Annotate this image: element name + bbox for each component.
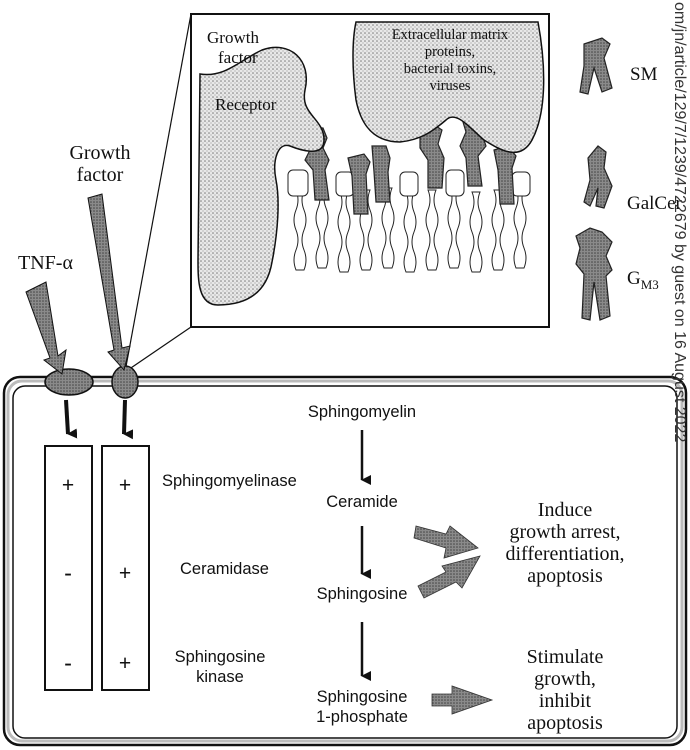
inset-ecm-label-2: proteins,	[360, 44, 540, 61]
induce-label-3: differentiation,	[480, 543, 650, 566]
sphingosine-kinase-label-1: Sphingosine	[160, 648, 280, 667]
tnf-alpha-label: TNF-α	[18, 252, 73, 275]
induce-label-2: growth arrest,	[480, 521, 650, 544]
inset-growth-factor-label-2: factor	[218, 48, 258, 68]
sphingomyelin-label: Sphingomyelin	[292, 403, 432, 422]
growth-factor-label-1: Growth	[50, 142, 150, 165]
s1p-label-1: Sphingosine	[292, 688, 432, 707]
sphingosine-label: Sphingosine	[292, 585, 432, 604]
inset-ecm-label-3: bacterial toxins,	[360, 61, 540, 78]
legend-gm3-label: GM3	[627, 268, 659, 293]
watermark-text: om/jn/article/129/7/1239/4722679 by gues…	[670, 2, 688, 442]
galcer-glyph	[584, 146, 612, 208]
tnf-sign-ceramidase: -	[48, 560, 88, 586]
s1p-label-2: 1-phosphate	[292, 708, 432, 727]
gf-down-arrow	[124, 400, 125, 434]
sm-glyph	[580, 38, 612, 94]
legend-glyphs	[576, 38, 612, 320]
inset-receptor-label: Receptor	[215, 95, 276, 115]
tnf-receptor	[45, 369, 93, 395]
growth-factor-label-2: factor	[50, 164, 150, 187]
zoom-line-bottom	[125, 327, 191, 372]
inset-ecm-label-4: viruses	[360, 78, 540, 95]
stimulate-label-1: Stimulate	[490, 646, 640, 669]
gf-sign-sphingosine-kinase: +	[105, 650, 145, 676]
stimulate-label-3: inhibit	[490, 690, 640, 713]
legend-sm-label: SM	[630, 64, 657, 86]
zoom-line-top	[125, 14, 191, 372]
sphingosine-kinase-label-2: kinase	[160, 668, 280, 687]
stimulate-label-4: apoptosis	[490, 712, 640, 735]
sphingomyelinase-label: Sphingomyelinase	[162, 472, 297, 491]
induce-label-1: Induce	[480, 499, 650, 522]
gf-sign-sphingomyelinase: +	[105, 472, 145, 498]
tnf-down-arrow	[66, 400, 68, 434]
gf-receptor	[112, 366, 138, 398]
induce-label-4: apoptosis	[480, 565, 650, 588]
ceramidase-label: Ceramidase	[180, 560, 269, 579]
ceramide-label: Ceramide	[292, 493, 432, 512]
inset-growth-factor-label-1: Growth	[207, 28, 259, 48]
tnf-sign-sphingomyelinase: +	[48, 472, 88, 498]
tnf-sign-sphingosine-kinase: -	[48, 650, 88, 676]
gf-sign-ceramidase: +	[105, 560, 145, 586]
stimulate-label-2: growth,	[490, 668, 640, 691]
stimulus-arrows	[26, 194, 130, 374]
inset-ecm-label-1: Extracellular matrix	[360, 27, 540, 44]
gm3-glyph	[576, 228, 612, 320]
